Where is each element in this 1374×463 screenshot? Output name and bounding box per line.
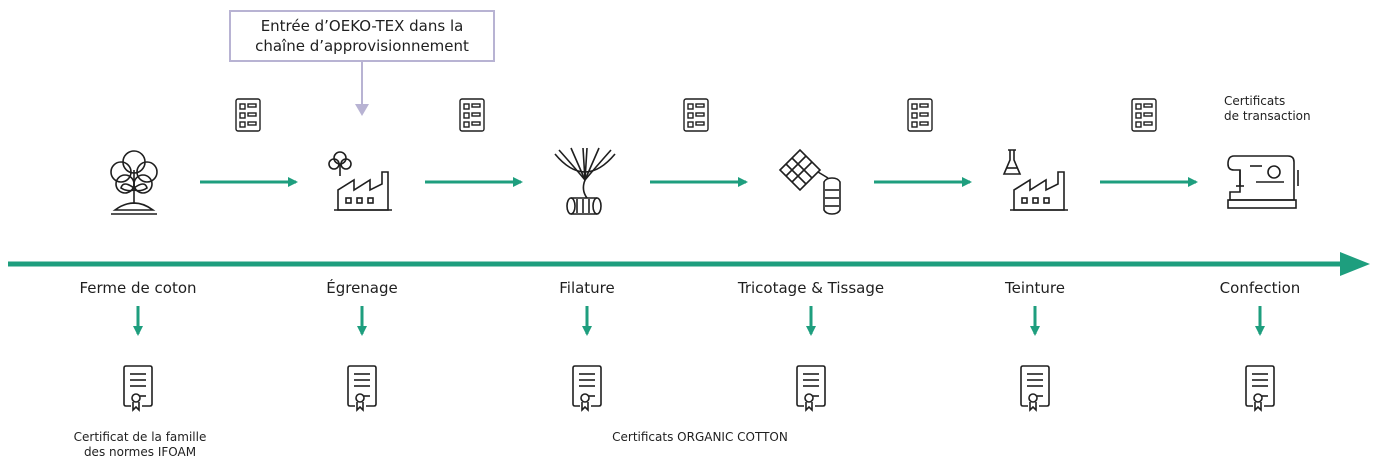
cotton-plant-icon	[110, 150, 158, 215]
organic-cotton-certificates-label: Certificats ORGANIC COTTON	[612, 430, 788, 444]
callout-line-1: Entrée d’OEKO-TEX dans la	[260, 17, 464, 35]
oeko-tex-entry-callout: Entrée d’OEKO-TEX dans la chaîne d’appro…	[229, 10, 495, 62]
stage-label-knitting-weaving: Tricotage & Tissage	[737, 279, 885, 297]
sewing-machine-icon	[1227, 155, 1299, 209]
organic-certificate-icon-1	[347, 365, 377, 411]
transaction-doc-icon-5	[1131, 98, 1157, 132]
transaction-doc-icon-1	[235, 98, 261, 132]
stage-label-cotton-farm: Ferme de coton	[79, 279, 197, 297]
stage-label-ginning: Égrenage	[326, 279, 398, 297]
knitting-weaving-icon	[778, 148, 841, 215]
stage-label-spinning: Filature	[559, 279, 615, 297]
callout-line-2: chaîne d’approvisionnement	[255, 37, 469, 55]
organic-certificate-icon-4	[1020, 365, 1050, 411]
transaction-doc-icon-3	[683, 98, 709, 132]
dyeing-factory-icon	[1002, 149, 1068, 211]
organic-certificate-icon-3	[796, 365, 826, 411]
organic-certificate-icon-2	[572, 365, 602, 411]
timeline-arrow	[8, 252, 1370, 276]
ginning-factory-icon	[328, 151, 392, 211]
stage-label-dyeing: Teinture	[1005, 279, 1065, 297]
transaction-certificates-label: Certificats de transaction	[1224, 94, 1311, 123]
organic-certificate-icon-5	[1245, 365, 1275, 411]
stage-label-confection: Confection	[1219, 279, 1301, 297]
spinning-yarn-icon	[554, 147, 616, 215]
transaction-doc-icon-4	[907, 98, 933, 132]
callout-pointer-arrow	[355, 62, 369, 116]
ifoam-certificate-label: Certificat de la famille des normes IFOA…	[73, 430, 207, 459]
ifoam-certificate-icon	[123, 365, 153, 411]
transaction-doc-icon-2	[459, 98, 485, 132]
